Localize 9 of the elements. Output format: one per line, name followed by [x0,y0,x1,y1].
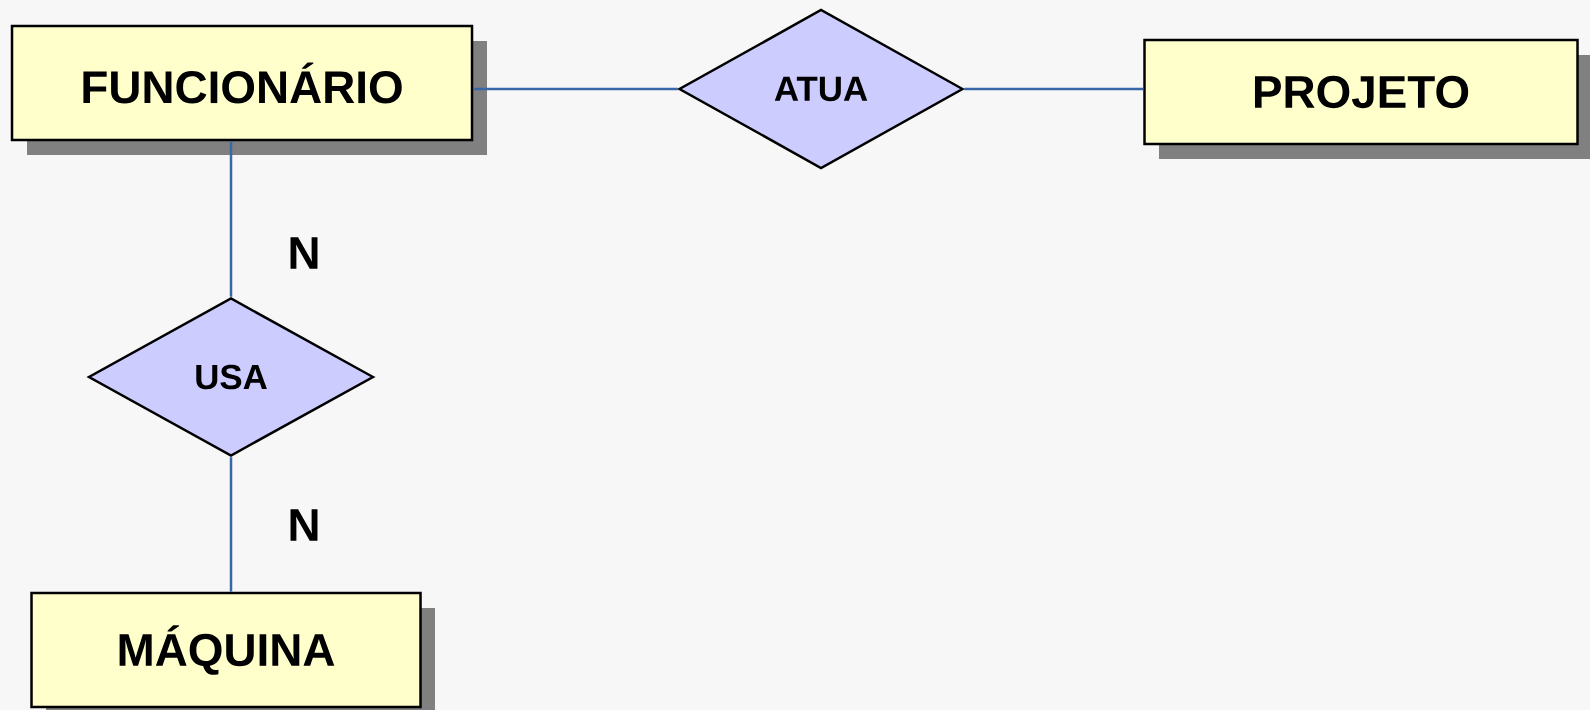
entity-box: MÁQUINA [30,591,435,710]
connector-line [229,457,233,592]
entity-box: FUNCIONÁRIO [10,24,487,155]
cardinality-label: N [290,509,318,541]
connector-line [229,141,233,297]
cardinality-label: N [290,237,318,269]
connector-line [964,87,1144,91]
entity-box: PROJETO [1143,38,1590,159]
connector-line [473,87,678,91]
